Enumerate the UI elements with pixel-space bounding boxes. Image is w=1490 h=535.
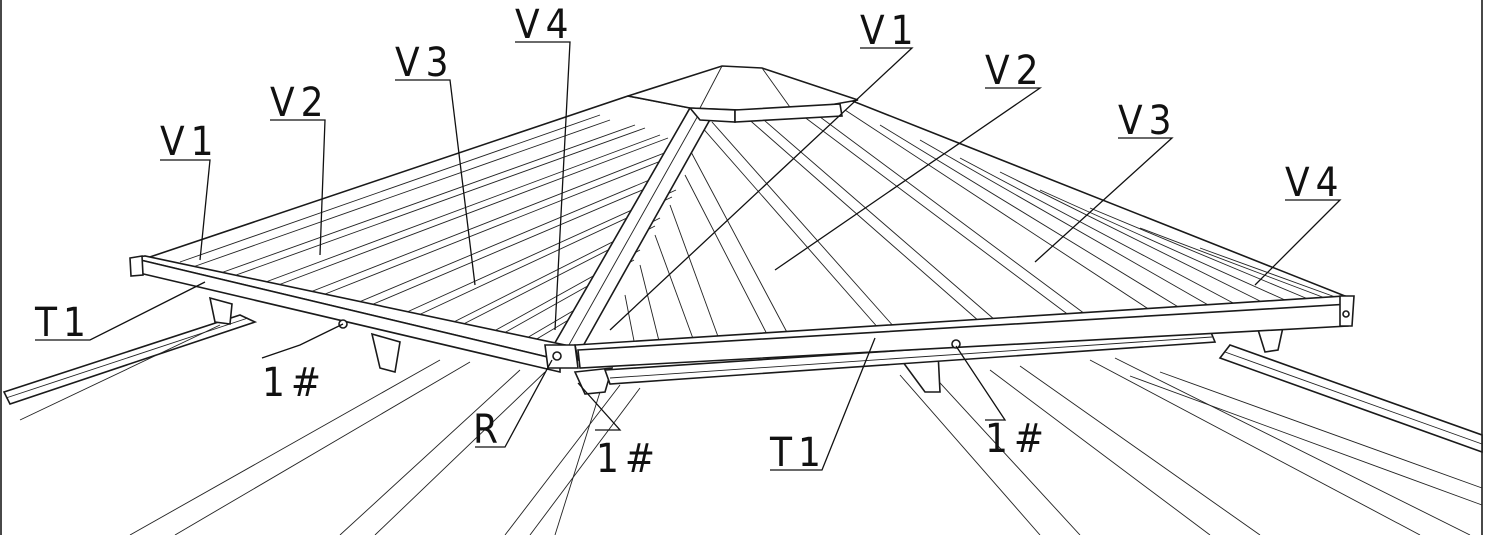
leader-lines: [35, 41, 1342, 471]
right-side-rail: [1218, 344, 1483, 454]
label-bolt-center: 1#: [596, 436, 661, 482]
label-v1-left: V1: [160, 119, 220, 165]
top-cap: [627, 65, 859, 123]
label-v2-left: V2: [270, 80, 330, 126]
lower-frame: [2, 296, 1483, 535]
bracket-left: [370, 332, 401, 373]
bracket-far-left: [208, 296, 233, 325]
label-v4-right: V4: [1285, 160, 1345, 206]
label-r: R: [473, 407, 504, 453]
label-t1-left: T1: [34, 300, 92, 346]
label-v4-top: V4: [515, 2, 575, 48]
label-bolt-left: 1#: [262, 360, 327, 406]
label-v2-right: V2: [985, 48, 1045, 94]
label-v3-right: V3: [1118, 98, 1178, 144]
bolt-right: [1342, 310, 1350, 318]
bolt-center: [951, 339, 961, 349]
label-v3-left: V3: [395, 40, 455, 86]
label-bolt-right: 1#: [985, 416, 1050, 462]
left-end-cap: [129, 255, 144, 277]
right-panel-ribs: [624, 107, 1339, 347]
bolt-corner: [552, 351, 562, 361]
left-side-rail: [2, 314, 258, 405]
label-v1-top: V1: [860, 8, 920, 54]
label-t1-center: T1: [769, 430, 827, 476]
